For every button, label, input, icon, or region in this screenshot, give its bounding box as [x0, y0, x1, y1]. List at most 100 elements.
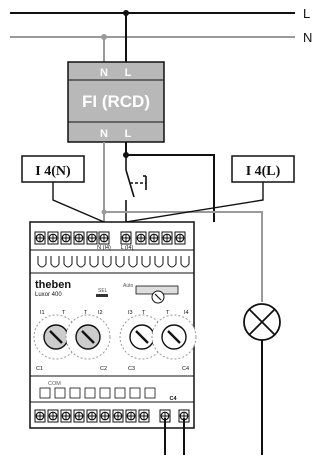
spring-marker-7 — [115, 256, 125, 268]
lamp — [243, 303, 281, 341]
top-terminal-5 — [86, 231, 98, 245]
top-terminal-8 — [135, 231, 147, 245]
line-l-label: L — [303, 6, 310, 21]
channel-dial-4[interactable] — [151, 314, 197, 360]
dial-4-pointer — [167, 330, 181, 344]
dial-4-c: C4 — [182, 366, 189, 372]
callout-left-box — [21, 155, 85, 183]
bottom-output-markers — [39, 387, 156, 399]
top-terminal-2 — [47, 231, 59, 245]
output-marker-1 — [39, 387, 51, 399]
output-marker-5 — [99, 387, 111, 399]
callout-right-box — [231, 155, 295, 183]
spring-marker-5 — [89, 256, 99, 268]
rcd-breaker: N L FI (RCD) N L — [67, 61, 165, 143]
rcd-title: FI (RCD) — [82, 92, 150, 111]
bottom-terminal-7 — [112, 409, 124, 423]
bottom-terminal-9 — [138, 409, 150, 423]
dial-4-id: I4 — [184, 310, 189, 316]
rcd-bottom-n: N — [100, 128, 108, 140]
terminal-l-i4-label: L (I4) — [121, 245, 134, 251]
callout-right-leader — [125, 182, 264, 223]
callout-left: I 4(N) — [21, 155, 105, 223]
output-marker-7 — [129, 387, 141, 399]
output-marker-8 — [144, 387, 156, 399]
bottom-terminal-5 — [86, 409, 98, 423]
wire-n-to-lamp — [104, 211, 263, 302]
channel-dials — [33, 314, 197, 360]
line-n-label: N — [303, 30, 312, 45]
spring-markers — [37, 256, 190, 268]
top-terminal-1 — [34, 231, 46, 245]
callout-right-label: I 4(L) — [246, 164, 281, 179]
sel-button[interactable] — [96, 294, 108, 297]
spring-marker-1 — [37, 256, 47, 268]
spring-marker-10 — [154, 256, 164, 268]
dial-3-c: C3 — [128, 366, 135, 372]
program-selector[interactable] — [135, 285, 179, 304]
top-terminal-7 — [120, 231, 132, 245]
callout-left-label: I 4(N) — [35, 164, 71, 179]
device-model: Luxor 400 — [35, 292, 62, 298]
dial-1-c: C1 — [36, 366, 43, 372]
callout-left-leader — [52, 182, 105, 223]
device-brand: theben — [35, 279, 71, 291]
top-terminal-11 — [174, 231, 186, 245]
top-terminal-4 — [73, 231, 85, 245]
spring-marker-3 — [63, 256, 73, 268]
callout-right: I 4(L) — [125, 155, 295, 223]
auto-label: Auto — [123, 283, 134, 289]
dial-2-t: T — [84, 310, 88, 316]
spring-marker-4 — [76, 256, 86, 268]
top-terminal-6 — [98, 231, 110, 245]
spring-marker-2 — [50, 256, 60, 268]
c4-output-label: C4 — [169, 396, 177, 402]
channel-dial-2[interactable] — [65, 314, 111, 360]
spring-marker-9 — [141, 256, 151, 268]
wire-l-to-right — [126, 154, 215, 222]
spring-marker-6 — [102, 256, 112, 268]
rcd-top-n: N — [100, 67, 108, 79]
dial-2-pointer — [81, 330, 95, 344]
top-terminal-3 — [60, 231, 72, 245]
rcd-top-l: L — [125, 67, 132, 79]
dial-3-t: T — [142, 310, 146, 316]
top-terminal-10 — [161, 231, 173, 245]
supply-lines: L N — [10, 6, 312, 45]
com-label: COM — [48, 381, 61, 387]
top-terminal-strip — [34, 231, 186, 245]
rcd-body — [67, 61, 165, 143]
dial-1-pointer — [49, 330, 63, 344]
sel-label: SEL — [98, 288, 108, 294]
output-marker-2 — [54, 387, 66, 399]
spring-marker-8 — [128, 256, 138, 268]
selector-pointer — [154, 293, 162, 301]
bottom-terminal-8 — [125, 409, 137, 423]
timer-device: N (I4) L (I4) theben Luxor 400 SEL Auto … — [29, 221, 197, 429]
bottom-terminal-11 — [178, 409, 190, 423]
rcd-bottom-l: L — [125, 128, 132, 140]
junction-n-lamp — [101, 209, 107, 215]
terminal-n-i4-label: N (I4) — [97, 245, 111, 251]
dial-2-c: C2 — [100, 366, 107, 372]
dial-1-t: T — [62, 310, 66, 316]
output-marker-6 — [114, 387, 126, 399]
bottom-terminal-6 — [99, 409, 111, 423]
bottom-terminal-4 — [73, 409, 85, 423]
bottom-terminal-3 — [60, 409, 72, 423]
top-terminal-9 — [148, 231, 160, 245]
spring-marker-12 — [180, 256, 190, 268]
output-marker-3 — [69, 387, 81, 399]
dial-3-id: I3 — [128, 310, 133, 316]
dial-2-id: I2 — [98, 310, 103, 316]
channel-dial-labels: I1 T C1 I2 T C2 I3 T C3 I4 T C4 — [36, 310, 189, 372]
lamp-cross-b — [248, 308, 276, 336]
output-marker-4 — [84, 387, 96, 399]
bottom-terminal-1 — [34, 409, 46, 423]
spring-marker-11 — [167, 256, 177, 268]
dial-1-id: I1 — [40, 310, 45, 316]
dial-4-t: T — [166, 310, 170, 316]
dial-3-pointer — [135, 330, 149, 344]
bottom-terminal-2 — [47, 409, 59, 423]
